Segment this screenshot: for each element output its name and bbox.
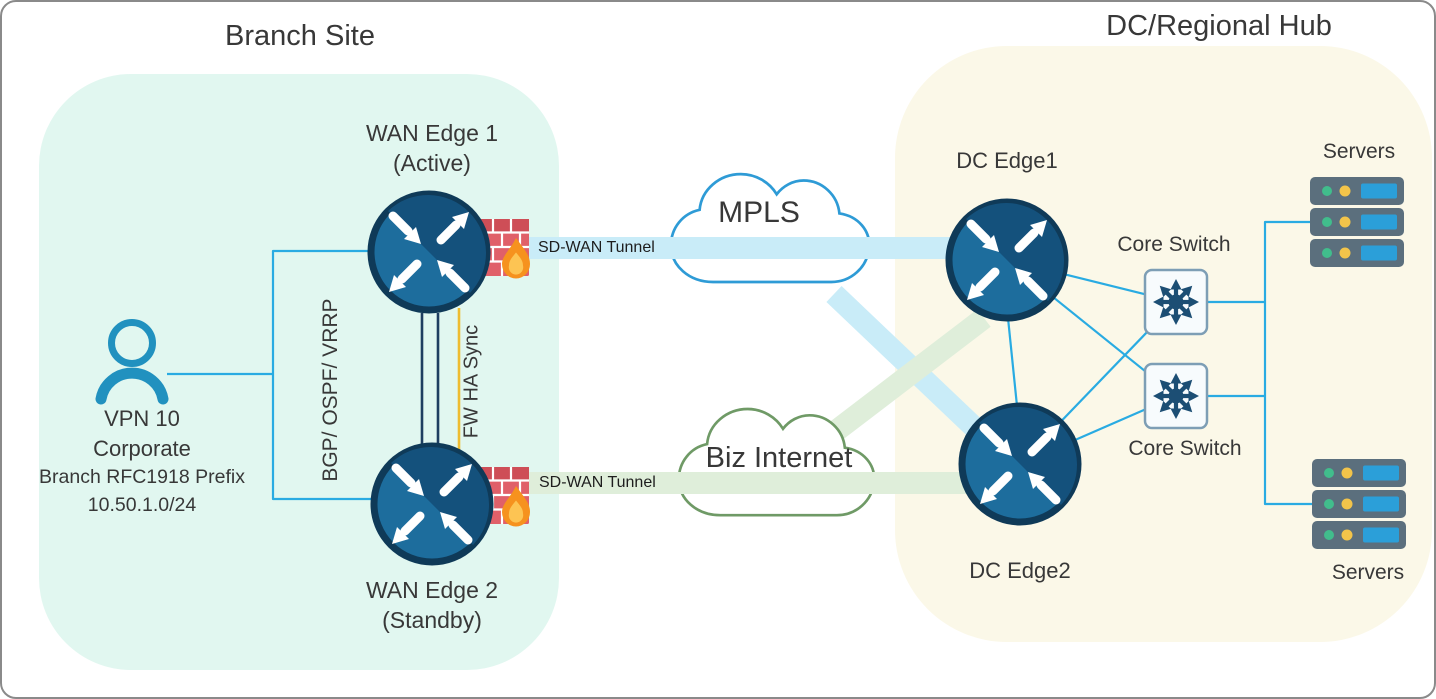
server-trunk-line bbox=[1263, 220, 1314, 506]
servers-bottom-label: Servers bbox=[1331, 561, 1405, 584]
mpls-label: MPLS bbox=[718, 196, 800, 229]
vpn-label: VPN 10 bbox=[104, 406, 180, 431]
sdwan-tunnel-band-mpls bbox=[508, 237, 1008, 259]
sdwan-tunnel-top-label: SD-WAN Tunnel bbox=[538, 239, 655, 256]
fw-ha-sync-label: FW HA Sync bbox=[460, 324, 483, 439]
internet-tunnel-cross-band bbox=[825, 309, 991, 443]
dc-hub-region bbox=[895, 46, 1432, 642]
prefix-label: Branch RFC1918 Prefix bbox=[39, 466, 245, 488]
core-switch-top-label: Core Switch bbox=[1117, 233, 1231, 256]
wan-edge-1-router-icon bbox=[371, 194, 487, 310]
dc-edge-2-router-icon bbox=[962, 406, 1078, 522]
wan-edge-2-state: (Standby) bbox=[382, 607, 482, 633]
servers-top-label: Servers bbox=[1322, 140, 1396, 163]
mpls-tunnel-cross-band bbox=[826, 286, 985, 438]
dc-edge-2-label: DC Edge2 bbox=[969, 558, 1071, 583]
dc-edge-1-label: DC Edge1 bbox=[956, 148, 1058, 173]
dc-edge-1-router-icon bbox=[949, 202, 1065, 318]
lan-branch-lines bbox=[271, 249, 373, 501]
wan-edge-1-state: (Active) bbox=[393, 150, 471, 176]
branch-site-title: Branch Site bbox=[225, 20, 375, 52]
dc-hub-title: DC/Regional Hub bbox=[1106, 10, 1332, 42]
corporate-label: Corporate bbox=[93, 436, 191, 461]
core-switch-top-icon bbox=[1145, 270, 1207, 334]
sdwan-tunnel-bottom-label: SD-WAN Tunnel bbox=[539, 474, 656, 491]
server-stack-top-icon bbox=[1310, 177, 1404, 267]
routing-protocols-label: BGP/ OSPF/ VRRP bbox=[318, 298, 342, 482]
server-stack-bottom-icon bbox=[1312, 459, 1406, 549]
biz-internet-label: Biz Internet bbox=[705, 442, 853, 474]
wan-edge-2-router-icon bbox=[374, 446, 490, 562]
wan-edge-1-label: WAN Edge 1 bbox=[365, 120, 499, 146]
core-switch-bottom-icon bbox=[1145, 364, 1207, 428]
subnet-label: 10.50.1.0/24 bbox=[87, 494, 197, 516]
user-icon bbox=[95, 319, 169, 405]
core-switch-bottom-label: Core Switch bbox=[1128, 437, 1242, 460]
sdwan-tunnel-band-internet bbox=[508, 472, 1022, 494]
dc-edge-interlink bbox=[1006, 317, 1019, 407]
wan-edge-2-label: WAN Edge 2 bbox=[365, 577, 499, 603]
ha-links bbox=[420, 308, 461, 450]
